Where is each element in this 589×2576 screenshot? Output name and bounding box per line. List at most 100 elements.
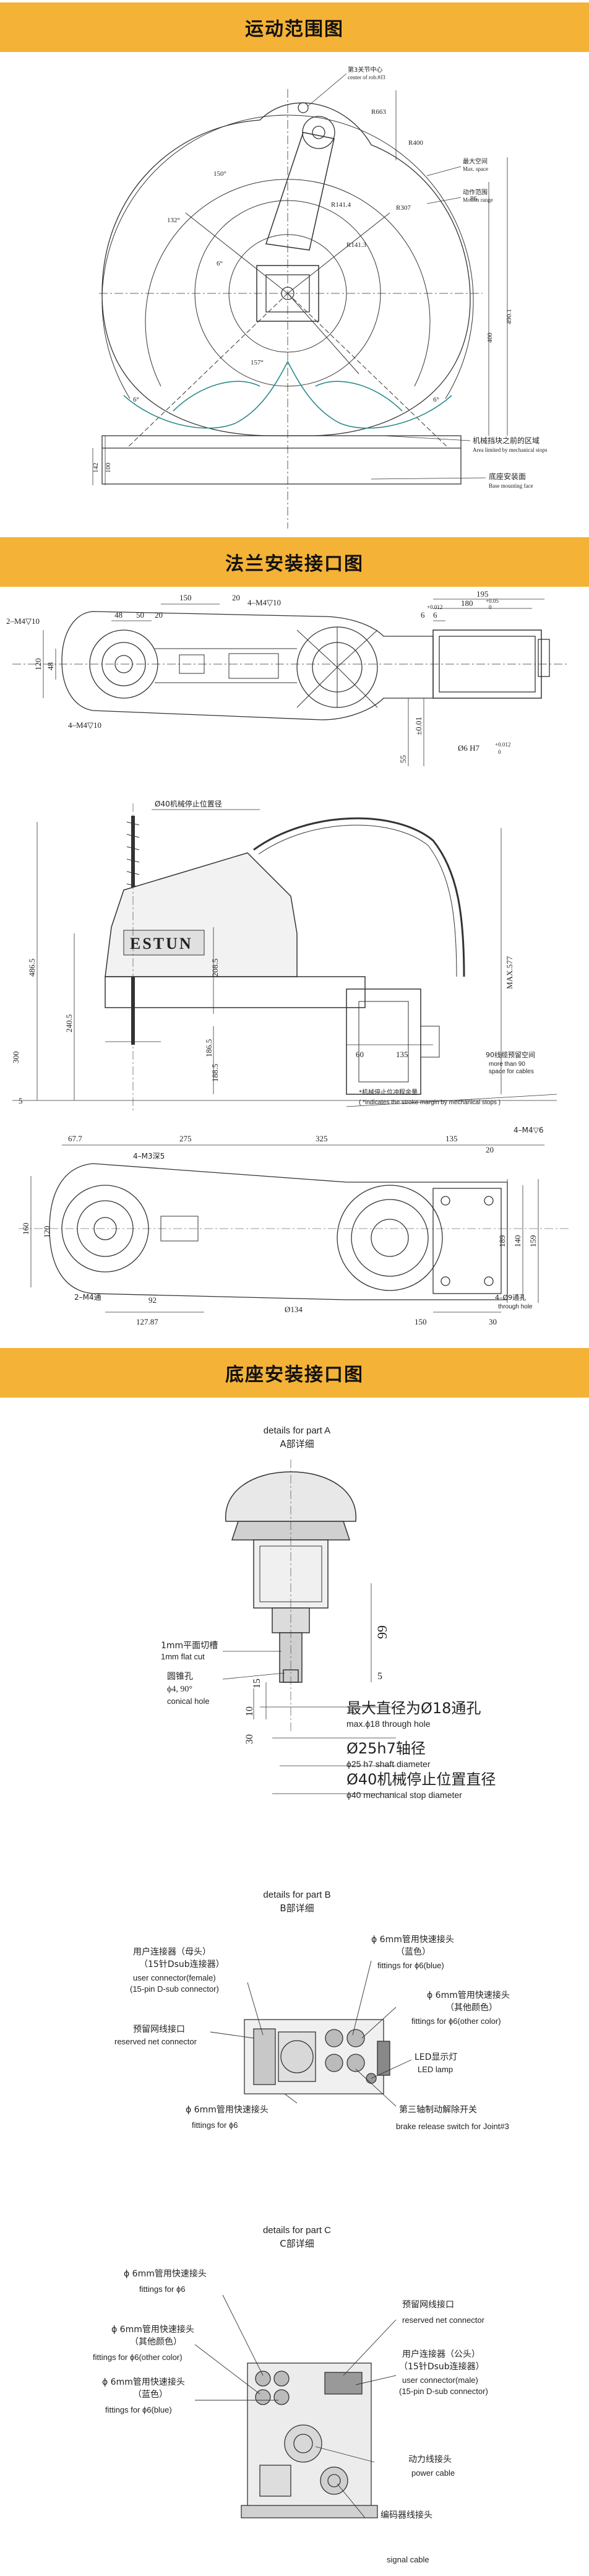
dim-180-tol-lo: 0 xyxy=(489,604,492,610)
dim-189: 189 xyxy=(497,1235,507,1248)
dim-180-tol-hi: +0.05 xyxy=(486,598,499,604)
dim-300: 300 xyxy=(11,1052,20,1064)
base-column xyxy=(346,988,421,1095)
dim-r307: R307 xyxy=(396,204,411,212)
dim-140: 140 xyxy=(513,1235,522,1248)
c-fit-blue-cn1: ϕ 6mm管用快速接头 xyxy=(102,2377,185,2387)
c-net-en: reserved net connector xyxy=(402,2315,485,2325)
dim-r141-4: R141.4 xyxy=(331,201,351,209)
dim-100: 100 xyxy=(105,462,112,473)
base-plate-bottom xyxy=(432,1188,502,1294)
c-fit-cn: ϕ 6mm管用快速接头 xyxy=(124,2268,207,2279)
m4-bottom: 4–M4▽10 xyxy=(68,720,101,730)
dim-48: 48 xyxy=(114,610,123,620)
m4-top: 4–M4▽10 xyxy=(247,598,281,607)
label-motion-range-en: Motion range xyxy=(463,197,493,203)
c-user-conn-cn1: 用户连接器（公头） xyxy=(402,2349,480,2359)
dim-127: 127.87 xyxy=(136,1317,158,1326)
c-power-cn: 动力线接头 xyxy=(408,2454,452,2465)
stop-en: ϕ40 mechanical stop diameter xyxy=(346,1790,462,1800)
part-a-detail: details for part A A部详细 1mm平面切槽 1mm flat… xyxy=(161,1425,496,1800)
label-mech-stop-en: Area limited by mechanical stops xyxy=(473,447,548,453)
section-header-motion: 运动范围图 xyxy=(0,2,589,52)
part-b-title-en: details for part B xyxy=(263,1890,330,1900)
b-fit-blue-en: fittings for ϕ6(blue) xyxy=(377,1961,444,1970)
dim-400: 400 xyxy=(486,332,494,343)
space-en2: space for cables xyxy=(489,1068,534,1075)
dim-r663: R663 xyxy=(371,108,386,116)
label-max-space-cn: 最大空间 xyxy=(463,157,488,165)
b-fit-other-cn2: （其他颜色） xyxy=(445,2002,497,2013)
dim-max577: MAX.577 xyxy=(505,956,514,989)
conical-cn: 圆锥孔 xyxy=(167,1672,193,1682)
dim-r400: R400 xyxy=(408,139,423,147)
c-fit-blue-en: fittings for ϕ6(blue) xyxy=(105,2405,172,2414)
dim-50: 50 xyxy=(136,610,144,620)
stop-phi40-label: Ø40机械停止位置径 xyxy=(155,799,222,808)
part-b-detail: details for part B B部详细 ϕ 6mm管用快速接头 （蓝色）… xyxy=(114,1890,510,2131)
dim-120: 120 xyxy=(33,659,43,671)
b-fit-other-en: fittings for ϕ6(other color) xyxy=(411,2016,501,2026)
dim-6-right: 6° xyxy=(433,396,439,404)
label-j3-center-en: center of rob.#J3 xyxy=(348,74,385,80)
dim-67: 67.7 xyxy=(68,1134,82,1143)
stop-cn: Ø40机械停止位置直径 xyxy=(346,1771,496,1788)
dim-150: 150° xyxy=(213,170,226,178)
b-brake-en: brake release switch for Joint#3 xyxy=(396,2122,509,2131)
arm-bottom-outline xyxy=(49,1163,508,1300)
dim-159: 159 xyxy=(528,1235,538,1248)
dim-20b: 20 xyxy=(155,610,163,620)
c-signal-en: signal cable xyxy=(387,2555,429,2564)
b-user-conn-cn1: 用户连接器（母头） xyxy=(133,1947,211,1957)
c-net-cn: 预留网线接口 xyxy=(402,2299,454,2310)
b-led-cn: LED显示灯 xyxy=(415,2052,457,2062)
dim-r141-3: R141.3 xyxy=(346,241,367,249)
dim-6b: 6 xyxy=(433,610,437,620)
dim-135: 135 xyxy=(396,1050,408,1059)
dim-150b: 150 xyxy=(415,1317,427,1326)
arm-top-outline xyxy=(61,611,434,720)
hole-en: max.ϕ18 through hole xyxy=(346,1719,431,1729)
conical-val: ϕ4, 90° xyxy=(167,1685,192,1694)
space-cn: 90线缆预留空间 xyxy=(486,1050,535,1059)
flange-bottom-view: 67.7 275 325 135 20 4–M3深5 4–M4▽6 160 12… xyxy=(19,1126,569,1326)
brand-label: ESTUN xyxy=(130,935,193,953)
flange-side-view: ESTUN Ø40机械停止位置径 486.5 208.5 240.5 186.5… xyxy=(11,799,557,1113)
b-fit-blue-cn1: ϕ 6mm管用快速接头 xyxy=(371,1934,454,1945)
dim-134: Ø134 xyxy=(285,1305,303,1314)
dim-20b: 20 xyxy=(486,1145,494,1154)
part-c-detail: details for part C C部详细 ϕ 6mm管用快速接头 fitt… xyxy=(93,2225,488,2564)
b-user-conn-en2: (15-pin D-sub connector) xyxy=(130,1984,219,1994)
dim-tol-012: +0.012 xyxy=(427,604,442,610)
flat-cut-en: 1mm flat cut xyxy=(161,1652,205,1661)
dim-60: 60 xyxy=(356,1050,364,1059)
c-fit-en: fittings for ϕ6 xyxy=(139,2284,185,2294)
motion-range-arc-outer xyxy=(101,115,474,399)
dim-m4: 4–M4▽6 xyxy=(514,1126,544,1135)
label-max-space-en: Max. space xyxy=(463,166,488,172)
conical-en: conical hole xyxy=(167,1696,210,1706)
section-title-motion: 运动范围图 xyxy=(245,19,344,40)
b-fit-blue-cn2: （蓝色） xyxy=(396,1947,431,1957)
c-user-conn-cn2: （15针Dsub连接器） xyxy=(399,2361,484,2372)
section-title-flange: 法兰安装接口图 xyxy=(225,553,364,575)
c-user-conn-en2: (15-pin D-sub connector) xyxy=(399,2387,488,2396)
dim-2m4: 2–M4通 xyxy=(74,1293,101,1302)
dim-195: 195 xyxy=(476,589,489,599)
dim-208: 208.5 xyxy=(210,959,220,977)
shaft-cn: Ø25h7轴径 xyxy=(346,1740,426,1757)
motion-range-drawing: R663 R400 R307 R141.4 R141.3 132° 150° 6… xyxy=(92,66,548,529)
dim-10: 10 xyxy=(244,1706,255,1716)
label-j3-center-cn: 第3关节中心 xyxy=(348,66,382,74)
label-mech-stop-cn: 机械挡块之前的区域 xyxy=(473,436,540,445)
dim-001: ±0.01 xyxy=(414,717,423,735)
arm-link xyxy=(265,132,335,251)
b-net-en: reserved net connector xyxy=(114,2037,197,2046)
dim-30a: 30 xyxy=(244,1734,255,1744)
dim-phi6: Ø6 H7 xyxy=(458,743,480,753)
max-space-outline xyxy=(101,102,471,436)
dim-150-top: 150 xyxy=(179,593,192,602)
dim-132: 132° xyxy=(167,217,180,224)
b-user-conn-en1: user connector(female) xyxy=(133,1973,216,1982)
dim-490: 490.1 xyxy=(505,309,513,324)
